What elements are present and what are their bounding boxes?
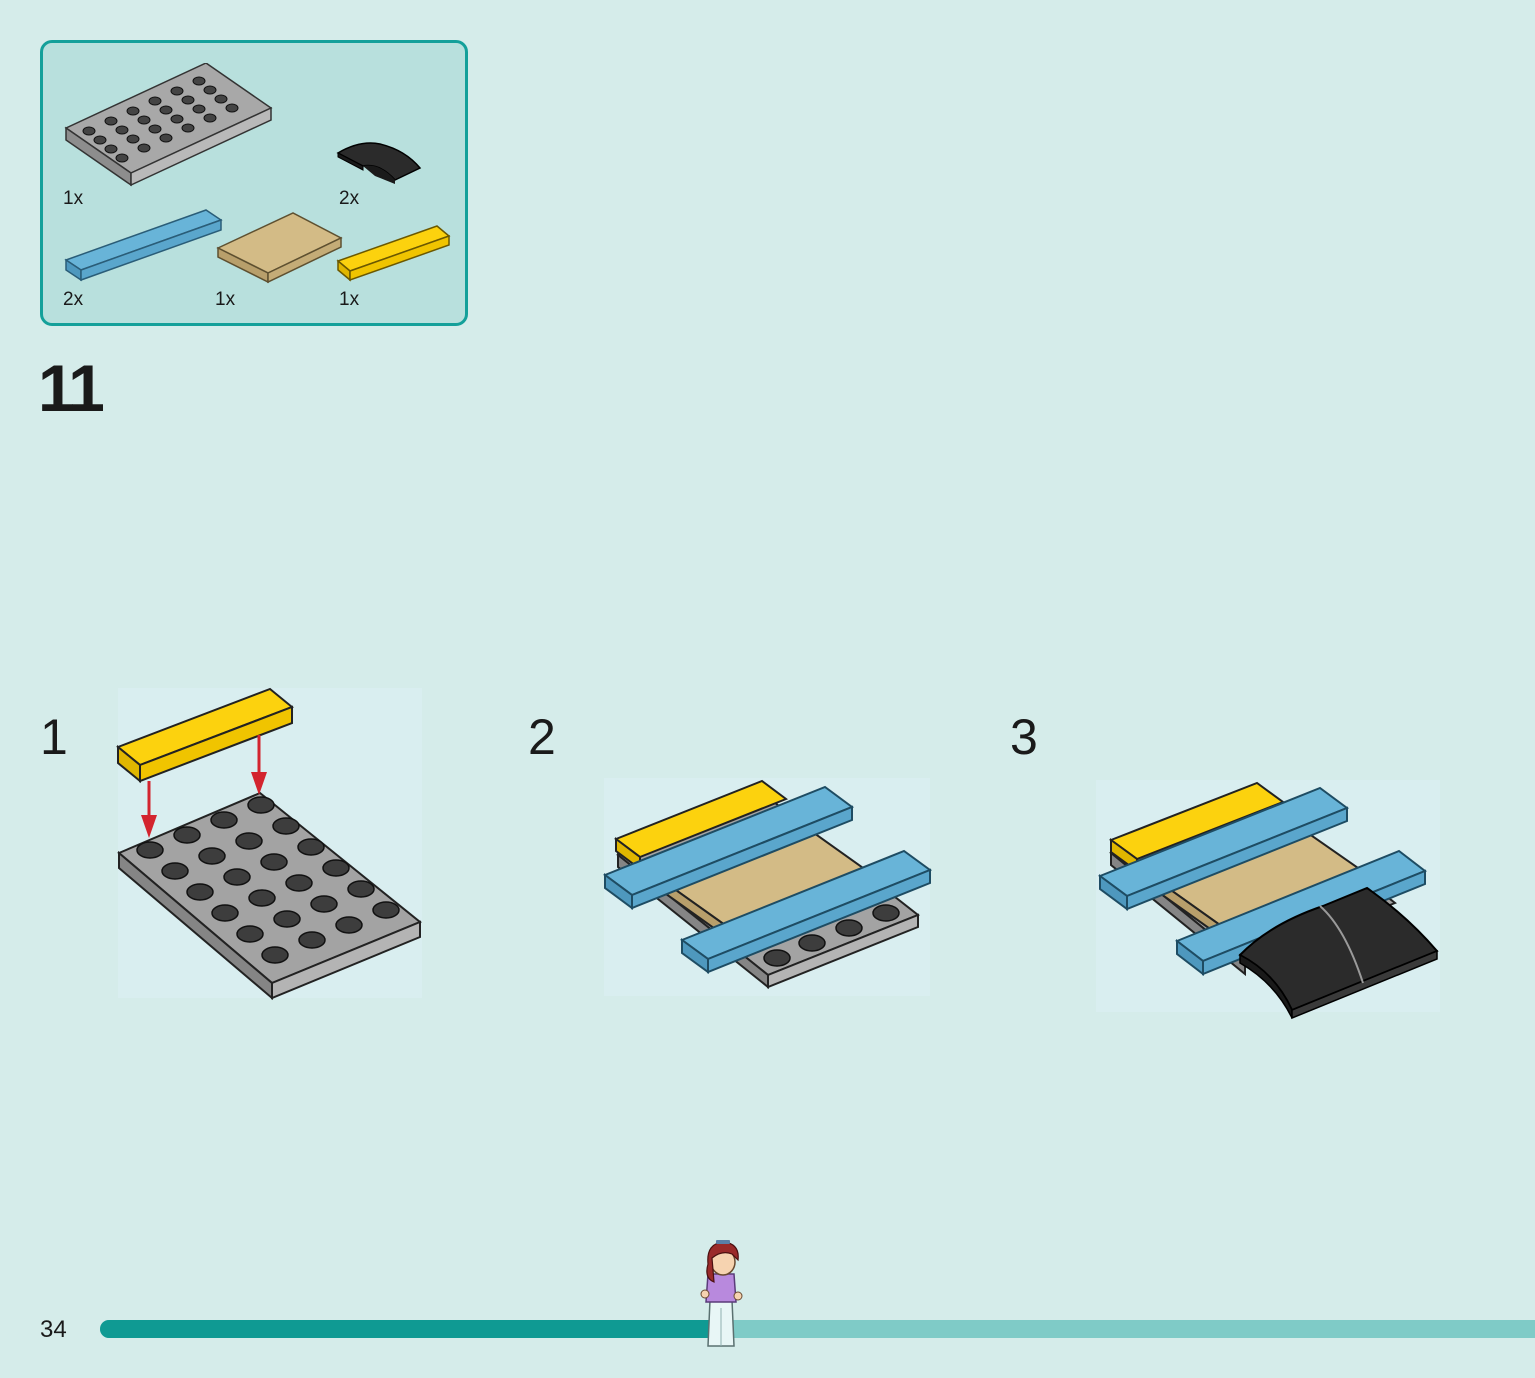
substep-number-2: 2	[528, 709, 556, 765]
stud	[173, 826, 201, 844]
stud	[161, 862, 189, 880]
stud	[181, 95, 195, 105]
substep-1-illustration	[116, 687, 422, 1001]
stud	[273, 910, 301, 928]
stud	[210, 811, 238, 829]
stud	[82, 126, 96, 136]
step-number: 11	[38, 351, 105, 425]
part-qty: 2x	[339, 188, 360, 209]
substep-number-1: 1	[40, 709, 68, 765]
stud	[272, 817, 300, 835]
stud	[198, 847, 226, 865]
stud	[372, 901, 400, 919]
stud	[93, 135, 107, 145]
stud	[203, 113, 217, 123]
stud	[181, 123, 195, 133]
stud	[148, 96, 162, 106]
page-number: 34	[40, 1316, 67, 1343]
stud	[223, 868, 251, 886]
stud	[115, 125, 129, 135]
stud	[148, 124, 162, 134]
stud	[136, 841, 164, 859]
stud	[248, 889, 276, 907]
stud	[261, 946, 289, 964]
part-qty: 2x	[63, 289, 84, 310]
stud	[214, 94, 228, 104]
stud	[115, 153, 129, 163]
stud	[203, 85, 217, 95]
placement-arrow-icon	[251, 735, 267, 795]
part-qty: 1x	[63, 188, 84, 209]
stud	[211, 904, 239, 922]
stud	[347, 880, 375, 898]
stud	[126, 106, 140, 116]
stud	[298, 931, 326, 949]
blue-tile-part	[64, 209, 223, 282]
stud	[126, 134, 140, 144]
parts-list-box: 1x 2x 2x 1x 1x	[40, 40, 468, 326]
stud	[170, 114, 184, 124]
stud	[322, 859, 350, 877]
stud	[104, 116, 118, 126]
stud	[186, 883, 214, 901]
stud	[235, 832, 263, 850]
stud	[159, 133, 173, 143]
part-qty: 1x	[215, 289, 236, 310]
part-qty: 1x	[339, 289, 360, 310]
stud	[104, 144, 118, 154]
stud	[159, 105, 173, 115]
stud	[192, 104, 206, 114]
stud	[137, 115, 151, 125]
gray-plate-part	[64, 63, 273, 187]
substep-2-illustration	[602, 779, 933, 990]
stud	[285, 874, 313, 892]
stud	[310, 895, 338, 913]
substep-3-illustration	[1097, 781, 1439, 1020]
tan-tile-part	[216, 212, 343, 284]
stud	[260, 853, 288, 871]
stud	[236, 925, 264, 943]
minifigure-progress-icon	[700, 1240, 743, 1347]
black-slope-part	[336, 142, 422, 184]
stud	[247, 796, 275, 814]
placement-arrow-icon	[141, 781, 157, 838]
stud	[192, 76, 206, 86]
stud	[225, 103, 239, 113]
stud	[297, 838, 325, 856]
substep-number-3: 3	[1010, 709, 1038, 765]
yellow-tile-part	[336, 225, 451, 282]
stud	[137, 143, 151, 153]
stud	[170, 86, 184, 96]
progress-fill	[100, 1320, 718, 1338]
stud	[335, 916, 363, 934]
